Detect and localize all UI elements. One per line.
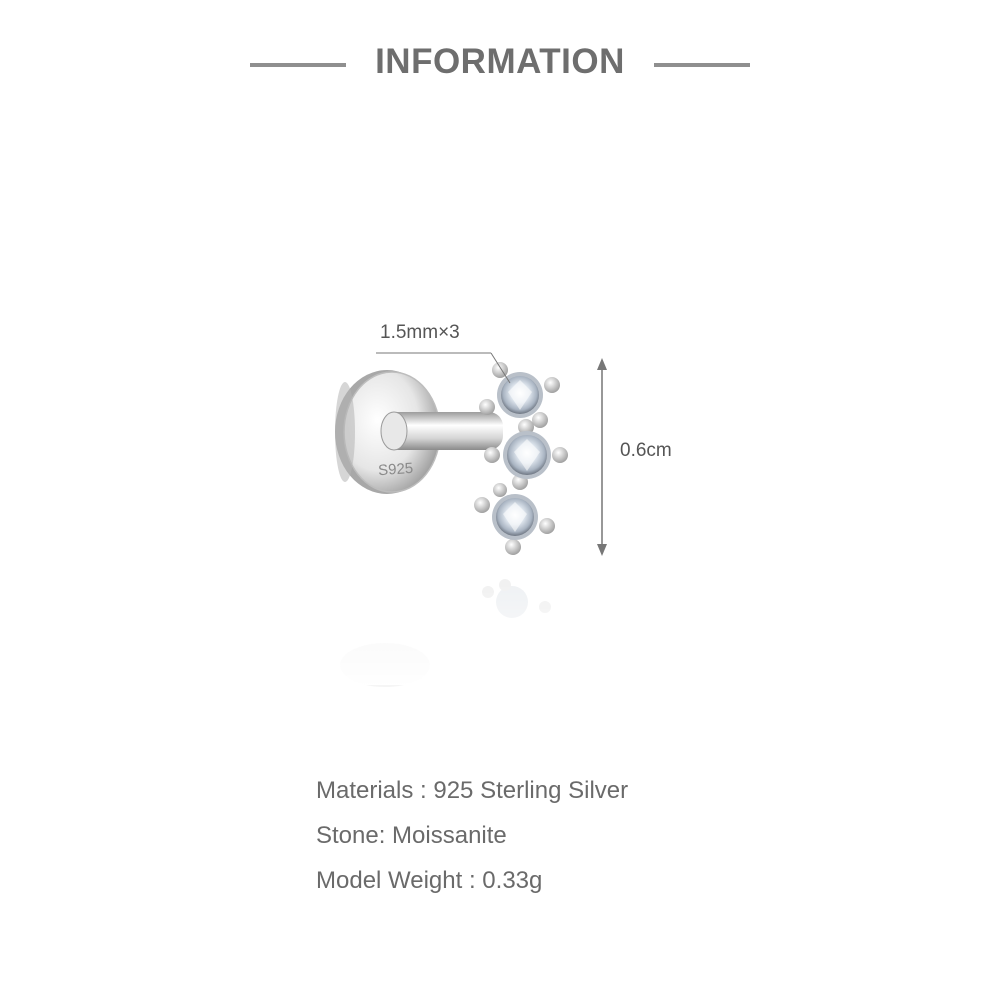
back-stamp: S925: [378, 460, 414, 479]
spec-stone: Stone: Moissanite: [316, 822, 507, 849]
stone-size-leader: [376, 352, 511, 384]
stone-size-label: 1.5mm×3: [380, 322, 460, 343]
stone-top: [479, 362, 560, 428]
header-divider-left: [250, 63, 346, 67]
earring-bar: [380, 411, 503, 451]
spec-weight: Model Weight : 0.33g: [316, 867, 543, 894]
earring-reflection: [330, 575, 580, 687]
stone-bottom: [474, 483, 555, 555]
spec-materials: Materials : 925 Sterling Silver: [316, 777, 629, 804]
header-divider-right: [654, 63, 750, 67]
height-dimension-arrow: [597, 358, 607, 556]
stone-middle: [484, 419, 568, 490]
section-header: INFORMATION: [0, 40, 1000, 90]
height-label: 0.6cm: [620, 440, 672, 461]
page-title: INFORMATION: [375, 42, 625, 81]
spec-list: Materials : 925 Sterling Silver Stone: M…: [316, 772, 628, 907]
